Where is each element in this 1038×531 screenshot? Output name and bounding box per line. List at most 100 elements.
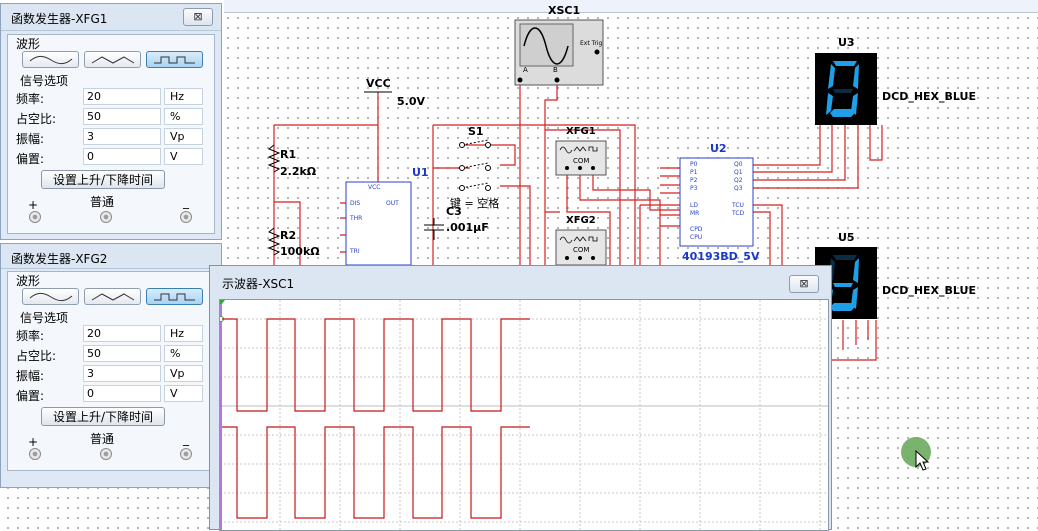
xfg2-common-label: 普通 xyxy=(90,432,115,446)
u2-pin-mr: MR xyxy=(690,210,700,217)
xfg2-offset-unit[interactable]: V xyxy=(164,385,203,402)
triangle-wave-icon xyxy=(91,293,135,301)
key-label: 键 = 空格 xyxy=(450,197,500,210)
oscilloscope-xsc1-window[interactable]: 示波器-XSC1 ⊠ xyxy=(209,265,832,531)
xfg2-plus-terminal[interactable] xyxy=(29,448,41,460)
u1-label: U1 xyxy=(412,166,429,179)
oscilloscope-close-button[interactable]: ⊠ xyxy=(789,275,819,293)
r2-label: R2 xyxy=(280,229,297,242)
oscilloscope-title-bar[interactable]: 示波器-XSC1 ⊠ xyxy=(210,266,831,298)
xfg2-label: XFG2 xyxy=(566,215,596,226)
xfg2-minus-terminal[interactable] xyxy=(180,448,192,460)
u2-pin-p0: P0 xyxy=(690,161,698,168)
u3-label: U3 xyxy=(838,36,855,49)
u1-pin-out: OUT xyxy=(386,200,399,207)
xfg2-duty-input[interactable]: 50 xyxy=(83,345,161,362)
xfg2-amplitude-label: 振幅: xyxy=(16,369,45,383)
xfg1-close-button[interactable]: ⊠ xyxy=(183,8,213,26)
xfg2-triangle-button[interactable] xyxy=(84,288,141,305)
xfg2-duty-unit: % xyxy=(164,345,203,362)
xfg2-amplitude-input[interactable]: 3 xyxy=(83,365,161,382)
seven-segment-u3[interactable] xyxy=(815,53,877,125)
xfg2-square-button[interactable] xyxy=(146,288,203,305)
xfg2-minus-label: _ xyxy=(183,432,189,446)
top-ruler xyxy=(224,0,1038,13)
u2-pin-p1: P1 xyxy=(690,169,698,176)
scope-b-label: B xyxy=(553,66,558,74)
xfg1-amplitude-unit[interactable]: Vp xyxy=(164,128,203,145)
xfg1-offset-unit[interactable]: V xyxy=(164,148,203,165)
xfg1-offset-input[interactable]: 0 xyxy=(83,148,161,165)
function-generator-xfg2-window[interactable]: 函数发生器-XFG2 波形 信号选项 频率: 20 Hz 占空比: 50 % 振… xyxy=(0,243,222,488)
xfg1-sine-button[interactable] xyxy=(22,51,79,68)
xfg2-amplitude-unit[interactable]: Vp xyxy=(164,365,203,382)
xfg1-square-button[interactable] xyxy=(146,51,203,68)
xfg1-frequency-unit[interactable]: Hz xyxy=(164,88,203,105)
xfg2-duty-row: 占空比: 50 % xyxy=(8,345,214,363)
u2-pin-ld: LD xyxy=(690,202,698,209)
xfg1-duty-label: 占空比: xyxy=(16,112,57,126)
square-wave-icon xyxy=(154,56,195,64)
u2-part-label: 40193BD_5V xyxy=(682,250,760,263)
u2-pin-cpu: CPU xyxy=(690,234,703,241)
xfg1-plus-terminal[interactable] xyxy=(29,211,41,223)
xfg1-duty-row: 占空比: 50 % xyxy=(8,108,214,126)
xfg2-offset-input[interactable]: 0 xyxy=(83,385,161,402)
xfg1-title-bar[interactable]: 函数发生器-XFG1 ⊠ xyxy=(1,4,221,31)
xfg1-com-label: COM xyxy=(573,157,590,165)
u1-pin-vcc: VCC xyxy=(368,184,381,191)
xfg1-minus-label: _ xyxy=(183,195,189,209)
xfg1-common-terminal[interactable] xyxy=(100,211,112,223)
xfg1-frequency-row: 频率: 20 Hz xyxy=(8,88,214,106)
xfg1-triangle-button[interactable] xyxy=(84,51,141,68)
scope-a-label: A xyxy=(523,66,528,74)
u2-pin-q2: Q2 xyxy=(734,177,743,184)
xfg2-sine-button[interactable] xyxy=(22,288,79,305)
digit-u3-graphic xyxy=(826,61,859,117)
u5-label: U5 xyxy=(838,231,855,244)
xfg1-frequency-input[interactable]: 20 xyxy=(83,88,161,105)
u2-pin-q1: Q1 xyxy=(734,169,743,176)
xfg1-offset-label: 偏置: xyxy=(16,152,45,166)
function-generator-xfg1-window[interactable]: 函数发生器-XFG1 ⊠ 波形 信号选项 频率: 20 Hz 占空比: 50 %… xyxy=(0,3,222,240)
xfg2-set-rise-fall-button[interactable]: 设置上升/下降时间 xyxy=(41,407,165,426)
xfg1-offset-row: 偏置: 0 V xyxy=(8,148,214,166)
vcc-value: 5.0V xyxy=(397,95,425,108)
xfg2-waveform-label: 波形 xyxy=(16,274,41,288)
xfg2-frequency-input[interactable]: 20 xyxy=(83,325,161,342)
xfg1-minus-terminal[interactable] xyxy=(180,211,192,223)
u2-pin-p2: P2 xyxy=(690,177,698,184)
r1-value: 2.2kΩ xyxy=(280,165,317,178)
u1-pin-dis: DIS xyxy=(350,200,361,207)
xfg2-panel: 波形 信号选项 频率: 20 Hz 占空比: 50 % 振幅: 3 Vp 偏置:… xyxy=(7,271,215,471)
xfg2-amplitude-row: 振幅: 3 Vp xyxy=(8,365,214,383)
xfg2-title: 函数发生器-XFG2 xyxy=(11,252,108,266)
xfg1-amplitude-row: 振幅: 3 Vp xyxy=(8,128,214,146)
oscilloscope-screen[interactable] xyxy=(219,299,829,531)
xfg1-duty-unit: % xyxy=(164,108,203,125)
u2-label: U2 xyxy=(710,142,727,155)
u2-pin-tcu: TCU xyxy=(732,202,744,209)
xfg2-common-terminal[interactable] xyxy=(100,448,112,460)
ext-trig-label: Ext Trig xyxy=(580,40,603,47)
oscilloscope-title: 示波器-XSC1 xyxy=(222,277,295,291)
dcd-label-u3: DCD_HEX_BLUE xyxy=(882,90,976,103)
r2-value: 100kΩ xyxy=(280,245,320,258)
sine-wave-icon xyxy=(29,292,73,302)
u1-pin-thr: THR xyxy=(350,215,363,222)
xfg2-frequency-unit[interactable]: Hz xyxy=(164,325,203,342)
xfg2-offset-label: 偏置: xyxy=(16,389,45,403)
u2-pin-cpd: CPD xyxy=(690,226,703,233)
u1-pin-tri: TRI xyxy=(350,248,360,255)
xfg1-amplitude-input[interactable]: 3 xyxy=(83,128,161,145)
xfg2-duty-label: 占空比: xyxy=(16,349,57,363)
xfg2-title-bar[interactable]: 函数发生器-XFG2 xyxy=(1,244,221,269)
triangle-wave-icon xyxy=(91,56,135,64)
square-wave-icon xyxy=(154,293,195,301)
xfg1-title: 函数发生器-XFG1 xyxy=(11,12,108,26)
xfg2-frequency-label: 频率: xyxy=(16,329,45,343)
u2-pin-p3: P3 xyxy=(690,185,698,192)
xfg1-duty-input[interactable]: 50 xyxy=(83,108,161,125)
xfg1-set-rise-fall-button[interactable]: 设置上升/下降时间 xyxy=(41,170,165,189)
